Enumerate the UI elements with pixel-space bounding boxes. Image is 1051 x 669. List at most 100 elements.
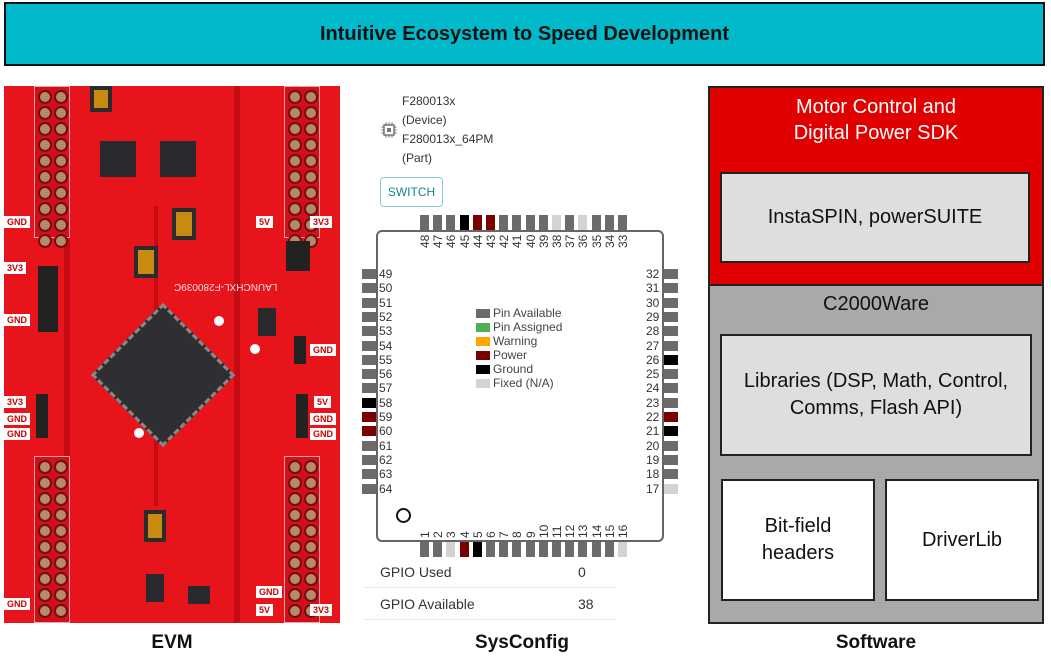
header-pin <box>54 138 68 152</box>
pin-number: 1 <box>418 531 432 538</box>
pin-number: 17 <box>646 481 660 496</box>
silk-label: GND <box>310 428 336 440</box>
header-pin <box>38 572 52 586</box>
pin-44 <box>472 215 482 230</box>
header-pin <box>304 476 318 490</box>
header-pin <box>38 540 52 554</box>
legend-swatch <box>476 322 490 332</box>
header-pin <box>288 90 302 104</box>
pin-48 <box>420 215 429 230</box>
pin-12 <box>565 542 575 557</box>
pin-52 <box>362 311 376 322</box>
pin-19 <box>664 454 678 465</box>
silk-label: 3V3 <box>310 604 333 616</box>
pin-number: 29 <box>646 309 660 324</box>
silk-label: 5V <box>256 604 274 616</box>
pin-32 <box>664 269 678 279</box>
header-pin <box>38 476 52 490</box>
pin-number: 56 <box>379 367 393 382</box>
header-pin <box>38 186 52 200</box>
legend-label: Pin Available <box>493 306 562 320</box>
pin-63 <box>362 469 376 480</box>
pin-number: 6 <box>484 531 498 538</box>
pin-24 <box>664 383 678 394</box>
driverlib-box: DriverLib <box>885 479 1039 601</box>
pin-10 <box>538 542 548 557</box>
board-trace <box>64 86 70 623</box>
pin-30 <box>664 297 678 308</box>
dip-switch <box>134 246 158 278</box>
pin-51 <box>362 297 376 308</box>
header-pin <box>288 492 302 506</box>
pin-49 <box>362 269 376 279</box>
header-pin <box>304 106 318 120</box>
pin-25 <box>664 369 678 380</box>
header-pin <box>304 138 318 152</box>
part-name: F280013x_64PM <box>402 132 494 146</box>
pin-number: 24 <box>646 381 660 396</box>
sysconfig-caption: SysConfig <box>475 632 569 653</box>
header-pin <box>54 460 68 474</box>
pin-number: 49 <box>379 267 393 281</box>
pin-41 <box>512 215 522 230</box>
pin-number: 34 <box>602 234 617 248</box>
legend-item: Power <box>476 348 562 362</box>
pin-21 <box>664 426 678 437</box>
title-banner: Intuitive Ecosystem to Speed Development <box>4 2 1045 66</box>
pin-45 <box>459 215 469 230</box>
pin-number: 25 <box>646 367 660 382</box>
pin-20 <box>664 440 678 451</box>
pin-58 <box>362 397 376 408</box>
header-pin <box>54 588 68 602</box>
pin-62 <box>362 454 376 465</box>
header-pin <box>288 476 302 490</box>
header-pin <box>38 508 52 522</box>
pin-number: 59 <box>379 410 393 424</box>
header-pin <box>38 234 52 248</box>
pin-number: 21 <box>646 424 660 439</box>
test-point <box>134 428 144 438</box>
stat-row-gpio-available: GPIO Available 38 <box>364 588 616 620</box>
device-name: F280013x <box>402 94 456 108</box>
pin-number: 3 <box>444 531 459 538</box>
part-label: (Part) <box>402 151 432 165</box>
silk-label: GND <box>4 314 30 326</box>
test-point <box>214 316 224 326</box>
chip-icon <box>381 122 397 138</box>
sdk-block: Motor Control and Digital Power SDK Inst… <box>710 88 1042 286</box>
pin-number: 62 <box>379 452 393 467</box>
device-label: (Device) <box>402 113 447 127</box>
pin-number: 9 <box>523 531 538 538</box>
pin-43 <box>486 215 495 230</box>
pin-36 <box>578 215 588 230</box>
pin-number: 42 <box>497 234 512 248</box>
header-pin <box>38 588 52 602</box>
pin-14 <box>591 542 601 557</box>
pin-number: 37 <box>563 234 578 248</box>
header-pin <box>54 170 68 184</box>
pin-46 <box>446 215 456 230</box>
legend-label: Pin Assigned <box>493 320 563 334</box>
pin-27 <box>664 340 678 351</box>
header-pin <box>54 234 68 248</box>
header-pin <box>304 170 318 184</box>
pin-29 <box>664 311 678 322</box>
header-pin <box>38 218 52 232</box>
pin-16 <box>618 542 627 557</box>
header-pin <box>54 604 68 618</box>
pin-3 <box>446 542 456 557</box>
pin-number: 14 <box>589 524 604 538</box>
header-pin <box>38 122 52 136</box>
pin-number: 61 <box>379 438 393 453</box>
pin-35 <box>591 215 601 230</box>
header-pin <box>38 460 52 474</box>
header-pin <box>304 508 318 522</box>
header-pin <box>304 540 318 554</box>
pin-23 <box>664 397 678 408</box>
pin-number: 58 <box>379 395 393 410</box>
board-name-silkscreen: LAUNCHXL-F280039C <box>174 281 278 292</box>
switch-button[interactable]: SWITCH <box>380 177 443 207</box>
header-pin <box>54 540 68 554</box>
header-pin <box>288 524 302 538</box>
pin-number: 44 <box>470 234 485 248</box>
